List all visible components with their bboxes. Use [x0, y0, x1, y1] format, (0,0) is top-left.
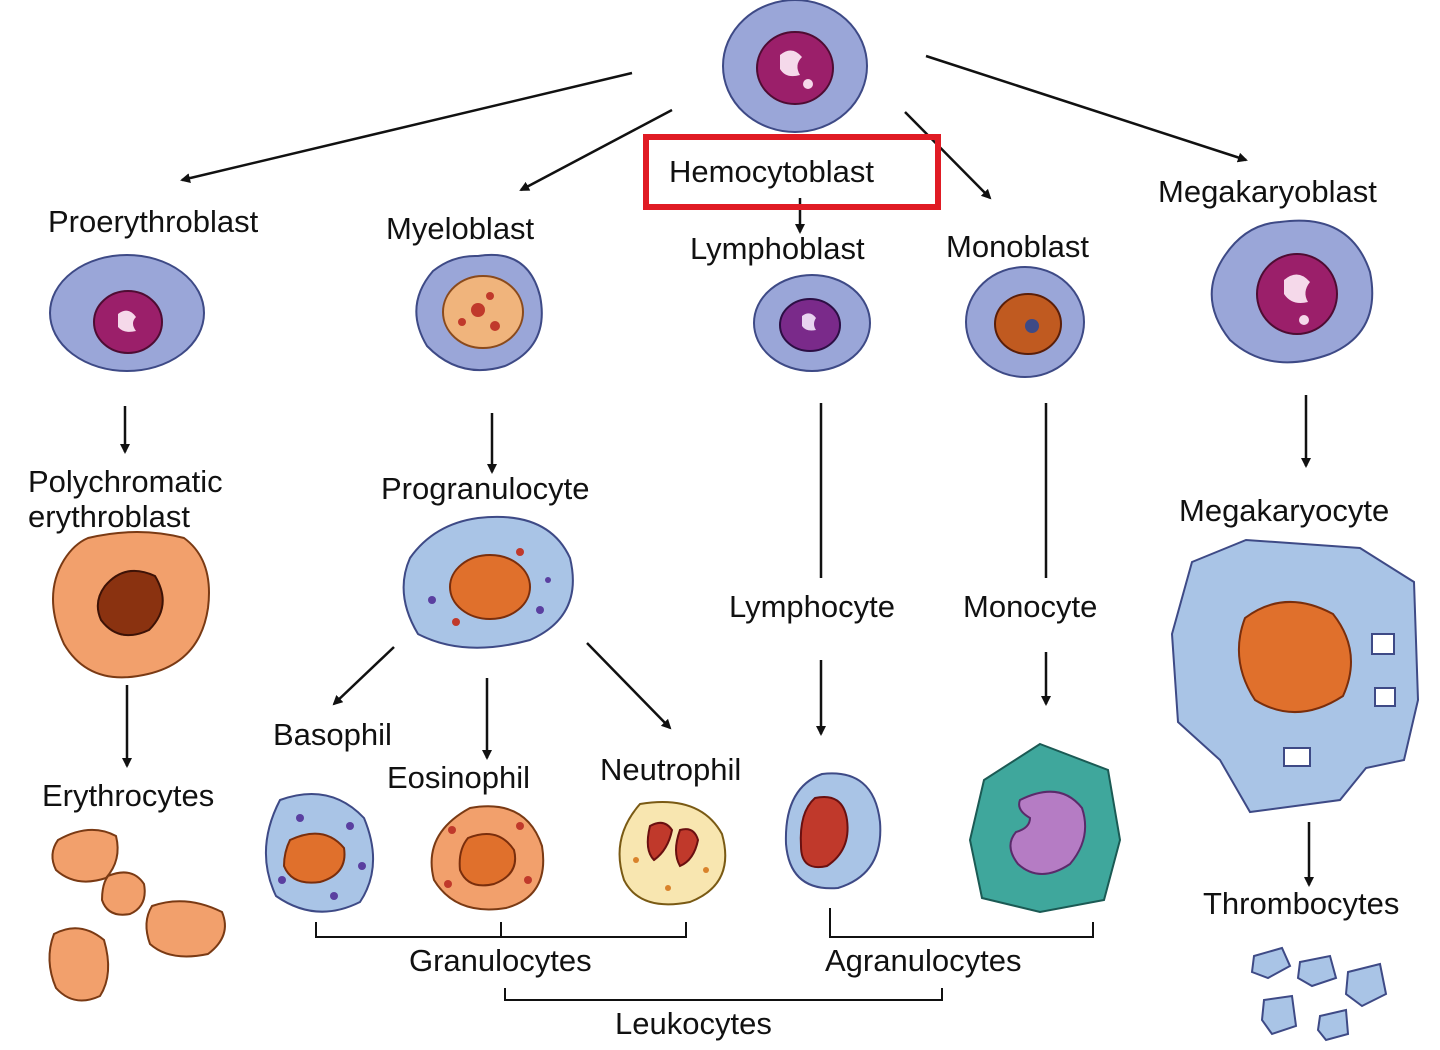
neutrophil-cell [618, 801, 727, 906]
granulocytes-label: Granulocytes [409, 943, 592, 978]
arrow-to-basophil [332, 646, 395, 706]
proerythroblast-cell [49, 254, 205, 372]
arrow-to-myeloblast [519, 108, 673, 192]
proerythroblast-label: Proerythroblast [48, 204, 259, 239]
monocyte-label: Monocyte [963, 589, 1098, 624]
agranulocytes-bracket [829, 908, 1094, 938]
arrows [120, 54, 1314, 887]
monoblast-label: Monoblast [946, 229, 1090, 264]
megakaryoblast-label: Megakaryoblast [1158, 174, 1377, 209]
megakaryoblast-cell [1210, 219, 1374, 364]
eosinophil-label: Eosinophil [387, 760, 531, 795]
group-brackets [315, 908, 1094, 1001]
lymphocyte-cell [784, 772, 882, 890]
megakaryocyte-label: Megakaryocyte [1179, 493, 1390, 528]
lymphoblast-cell [753, 274, 871, 372]
polychromatic-label-line2: erythroblast [28, 499, 190, 534]
erythrocytes-label: Erythrocytes [42, 778, 215, 813]
lymphoblast-label: Lymphoblast [690, 231, 865, 266]
lymphocyte-label: Lymphocyte [729, 589, 895, 624]
megakaryocyte-cell [1170, 538, 1420, 814]
monoblast-cell [965, 266, 1085, 378]
eosinophil-cell [430, 805, 545, 911]
neutrophil-label: Neutrophil [600, 752, 742, 787]
hemocytoblast-cell [722, 0, 868, 133]
arrow-to-megakaryoblast [925, 54, 1248, 163]
thrombocytes-label: Thrombocytes [1203, 886, 1400, 921]
progranulocyte-cell [402, 515, 574, 649]
basophil-label: Basophil [273, 717, 392, 752]
arrow-to-neutrophil [586, 642, 672, 730]
agranulocytes-label: Agranulocytes [825, 943, 1022, 978]
hemocytoblast-highlight-box [643, 134, 941, 210]
myeloblast-cell [415, 253, 543, 372]
arrow-to-proerythroblast [180, 71, 633, 184]
progranulocyte-label: Progranulocyte [381, 471, 590, 506]
leukocytes-bracket [504, 988, 943, 1001]
hemocytoblast-label: Hemocytoblast [669, 154, 875, 189]
leukocytes-label: Leukocytes [615, 1006, 772, 1041]
basophil-cell [264, 793, 374, 913]
thrombocytes-cells [1250, 946, 1388, 1042]
myeloblast-label: Myeloblast [386, 211, 535, 246]
erythrocytes-cells [48, 829, 226, 1002]
arrow-to-monoblast [904, 111, 992, 200]
polychromatic-erythroblast-cell [52, 531, 210, 679]
monocyte-cell [968, 742, 1122, 914]
polychromatic-label-line1: Polychromatic [28, 464, 223, 499]
